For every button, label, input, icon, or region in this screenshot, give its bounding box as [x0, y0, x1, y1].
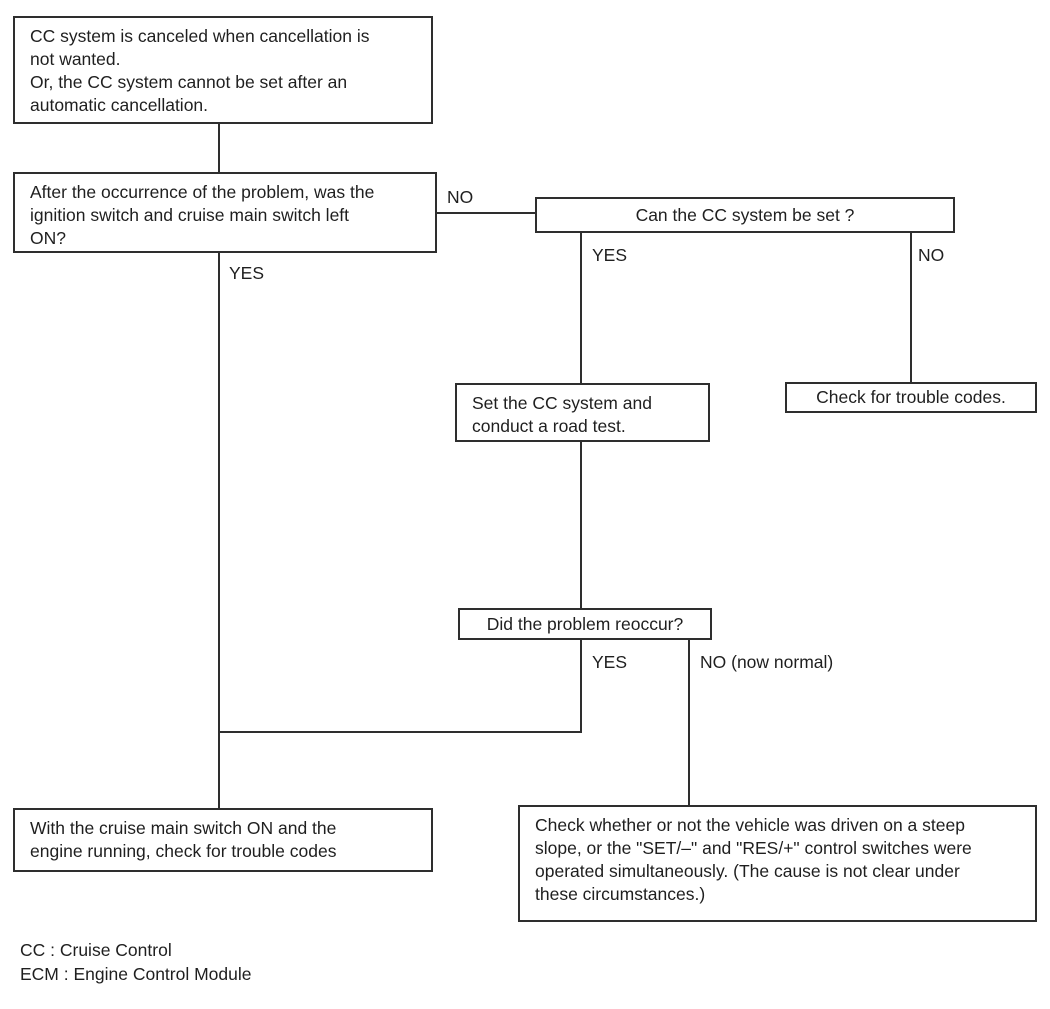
legend-cc: CC : Cruise Control [20, 940, 172, 960]
branch-label-no-can-set: NO [918, 245, 945, 265]
legend-ecm: ECM : Engine Control Module [20, 964, 252, 984]
node-steep-slope-check: Check whether or not the vehicle was dri… [518, 805, 1037, 922]
node-symptom-description: CC system is canceled when cancellation … [13, 16, 433, 124]
node-ignition-switch-question: After the occurrence of the problem, was… [13, 172, 437, 253]
node-main-switch-check-trouble-codes: With the cruise main switch ON and the e… [13, 808, 433, 872]
connector-no-to-trouble-codes [910, 232, 912, 382]
node-did-problem-reoccur: Did the problem reoccur? [458, 608, 712, 640]
branch-label-no-ignition: NO [447, 187, 474, 207]
node-can-cc-system-be-set: Can the CC system be set ? [535, 197, 955, 233]
node-check-trouble-codes: Check for trouble codes. [785, 382, 1037, 413]
connector-reoccur-yes-join [218, 731, 582, 733]
branch-label-yes-ignition: YES [229, 263, 265, 283]
connector-no-to-can-set [437, 212, 535, 214]
branch-label-yes-can-set: YES [592, 245, 628, 265]
branch-label-yes-reoccur: YES [592, 652, 628, 672]
connector-yes-main-vertical [218, 253, 220, 808]
branch-label-no-now-normal: NO (now normal) [700, 652, 834, 672]
abbreviation-legend: CC : Cruise Control ECM : Engine Control… [20, 938, 252, 986]
connector-symptom-to-question [218, 123, 220, 172]
node-set-cc-road-test: Set the CC system and conduct a road tes… [455, 383, 710, 442]
connector-road-test-to-reoccur [580, 442, 582, 608]
connector-reoccur-yes-down [580, 640, 582, 733]
connector-yes-to-road-test [580, 233, 582, 383]
connector-no-now-normal-down [688, 640, 690, 805]
